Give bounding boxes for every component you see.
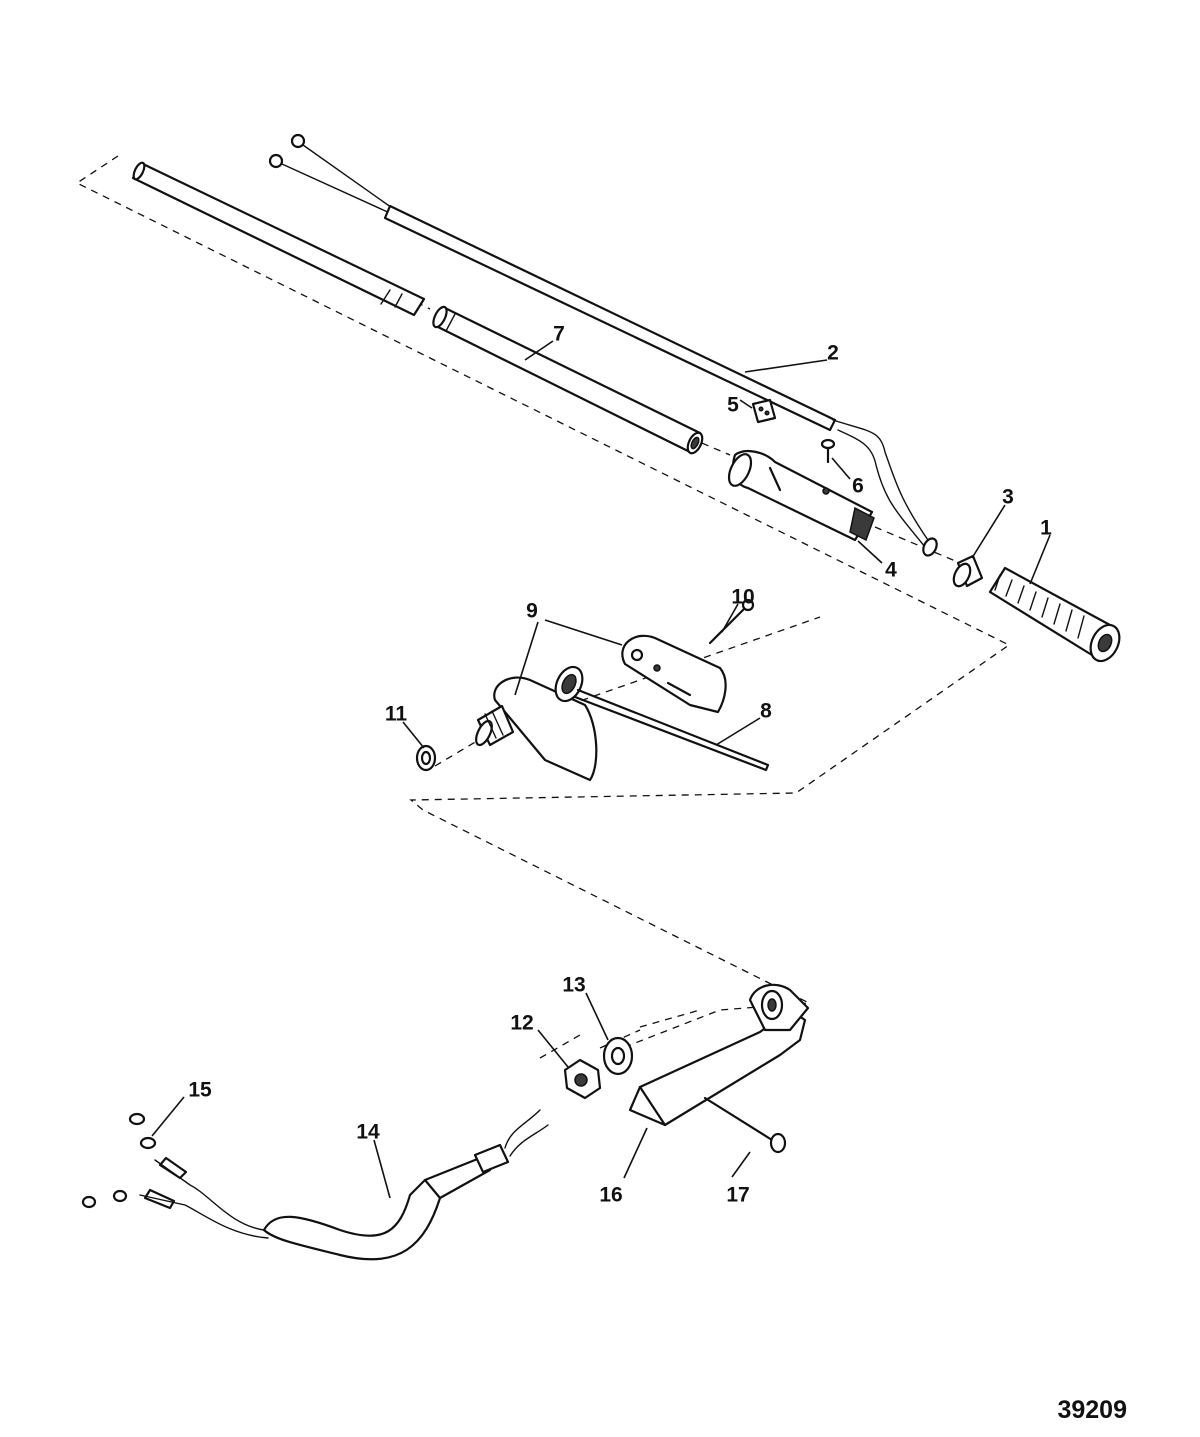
callout-6: 6 [852,475,864,498]
spacer-5 [751,398,777,424]
leader-lines [151,340,1051,1199]
callout-12: 12 [510,1012,533,1035]
tube-upper [131,161,426,317]
callout-4: 4 [885,559,897,582]
callout-1: 1 [1040,517,1052,540]
callout-3: 3 [1002,486,1014,509]
throttle-housing-4 [727,449,875,542]
handle-shell-upper-9 [621,634,727,714]
handle-shell-lower-9 [475,676,598,782]
callout-5: 5 [727,394,739,417]
nuts-15 [81,1112,157,1209]
nut-12 [563,1058,602,1100]
screw-10 [708,598,755,645]
grip-1 [988,566,1121,663]
callout-2: 2 [827,342,839,365]
callout-15: 15 [188,1079,212,1102]
bushing-3 [952,554,984,588]
tube-7 [432,305,704,455]
callout-14: 14 [356,1121,380,1144]
tiller-bracket-16 [628,983,810,1127]
throttle-cable-14 [139,1109,549,1261]
diagram-reference-number: 39209 [1057,1396,1127,1424]
screw-6 [820,438,836,464]
callout-7: 7 [553,323,565,346]
bolt-17 [703,1096,787,1154]
callout-16: 16 [599,1184,622,1207]
callout-10: 10 [731,586,754,609]
callout-11: 11 [385,703,408,726]
callout-17: 17 [726,1184,749,1207]
callout-9: 9 [526,600,538,623]
washer-11 [415,744,437,772]
callout-13: 13 [562,974,585,997]
gear-washer-13 [602,1036,634,1076]
stop-switch-cable [268,133,938,557]
shaft-8 [554,665,770,772]
callout-8: 8 [760,700,772,723]
